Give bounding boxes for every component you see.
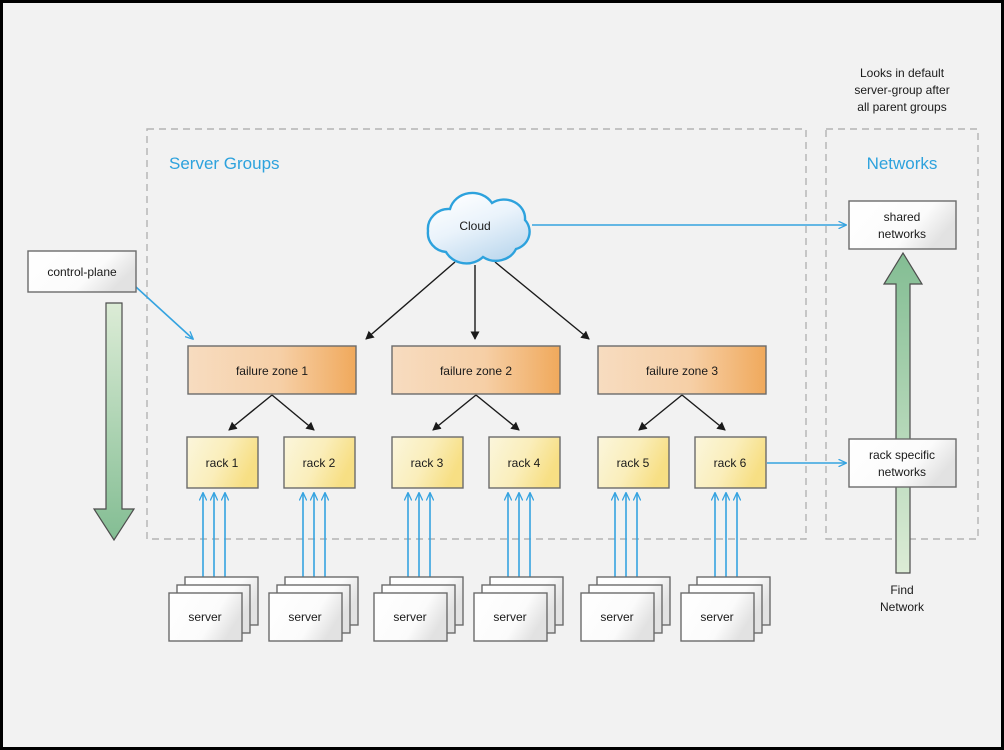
node-server-stack-1-label: server	[188, 610, 221, 624]
node-rack-specific-networks-label-2: networks	[878, 465, 926, 479]
node-failure-zone-2-label: failure zone 2	[440, 364, 512, 378]
node-rack-specific-networks-label-1: rack specific	[869, 448, 935, 462]
node-rack-6-label: rack 6	[714, 456, 747, 470]
node-failure-zone-1-label: failure zone 1	[236, 364, 308, 378]
node-shared-networks-label-2: networks	[878, 227, 926, 241]
node-rack-6[interactable]: rack 6	[694, 436, 767, 489]
node-shared-networks-label-1: shared	[884, 210, 921, 224]
node-shared-networks[interactable]: shared networks	[848, 200, 957, 250]
node-server-stack-2[interactable]: server	[268, 576, 359, 642]
node-failure-zone-1[interactable]: failure zone 1	[187, 345, 357, 395]
node-server-stack-4-label: server	[493, 610, 526, 624]
node-server-stack-4[interactable]: server	[473, 576, 564, 642]
edge-failurezone-to-racks	[228, 394, 726, 431]
note-find-network-line-1: Find	[890, 583, 913, 597]
node-failure-zone-2[interactable]: failure zone 2	[391, 345, 561, 395]
node-rack-1-label: rack 1	[206, 456, 239, 470]
node-cloud[interactable]: Cloud	[426, 191, 531, 265]
node-server-stack-6[interactable]: server	[680, 576, 771, 642]
find-network-flow-arrow	[882, 251, 924, 574]
node-control-plane[interactable]: control-plane	[27, 250, 137, 293]
edge-controlplane-to-failurezone1	[135, 286, 193, 339]
edge-cloud-to-failure-zones	[365, 261, 590, 340]
node-cloud-label: Cloud	[459, 219, 490, 233]
node-server-stack-6-label: server	[700, 610, 733, 624]
note-line-3: all parent groups	[857, 100, 946, 114]
note-find-network: Find Network	[880, 583, 925, 614]
architecture-diagram: Server Groups Networks Looks in default …	[27, 66, 979, 642]
node-server-stack-5-label: server	[600, 610, 633, 624]
panel-title-server-groups: Server Groups	[169, 154, 280, 173]
note-find-network-line-2: Network	[880, 600, 925, 614]
node-server-stack-5[interactable]: server	[580, 576, 671, 642]
node-server-stack-1[interactable]: server	[168, 576, 259, 642]
node-server-stack-2-label: server	[288, 610, 321, 624]
node-failure-zone-3-label: failure zone 3	[646, 364, 718, 378]
node-failure-zone-3[interactable]: failure zone 3	[597, 345, 767, 395]
node-rack-5[interactable]: rack 5	[597, 436, 670, 489]
node-rack-4-label: rack 4	[508, 456, 541, 470]
panel-server-groups	[146, 128, 807, 540]
node-server-stack-3[interactable]: server	[373, 576, 464, 642]
note-default-group: Looks in default server-group after all …	[854, 66, 949, 114]
panel-title-networks: Networks	[867, 154, 938, 173]
node-rack-2[interactable]: rack 2	[283, 436, 356, 489]
node-rack-4[interactable]: rack 4	[488, 436, 561, 489]
node-control-plane-label: control-plane	[47, 265, 117, 279]
node-rack-2-label: rack 2	[303, 456, 336, 470]
node-rack-1[interactable]: rack 1	[186, 436, 259, 489]
note-line-2: server-group after	[854, 83, 949, 97]
node-rack-5-label: rack 5	[617, 456, 650, 470]
node-rack-3[interactable]: rack 3	[391, 436, 464, 489]
node-rack-3-label: rack 3	[411, 456, 444, 470]
node-server-stack-3-label: server	[393, 610, 426, 624]
node-rack-specific-networks[interactable]: rack specific networks	[848, 438, 957, 488]
note-line-1: Looks in default	[860, 66, 945, 80]
control-plane-flow-arrow	[92, 302, 136, 542]
